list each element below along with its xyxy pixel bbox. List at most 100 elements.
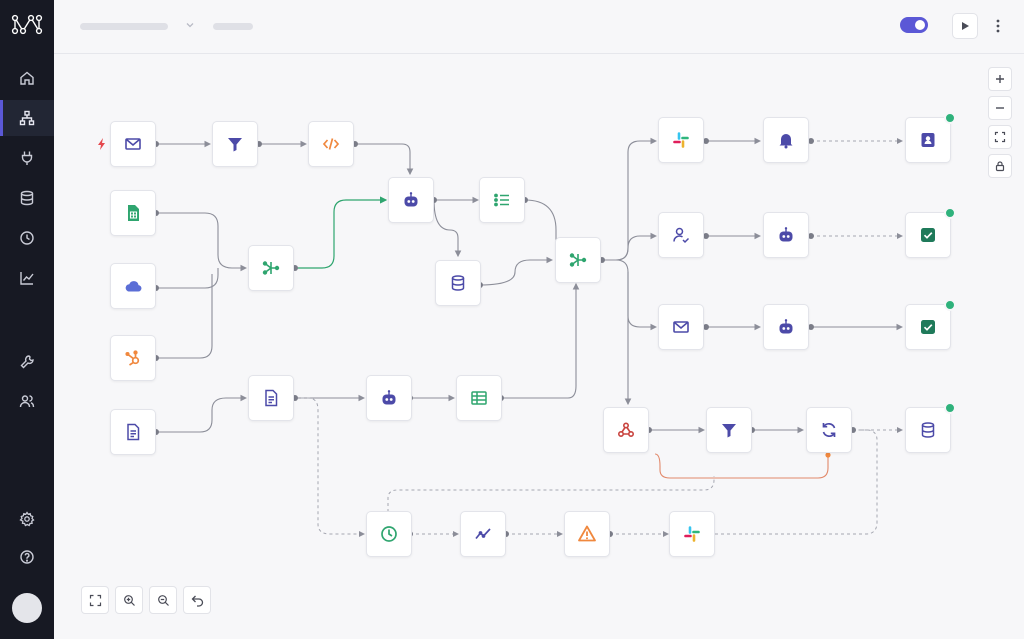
node-done-1[interactable] [905, 207, 956, 258]
node-database-out[interactable] [905, 402, 956, 453]
node-done-2[interactable] [905, 299, 956, 350]
node-sheets[interactable] [110, 190, 156, 236]
plug-icon [21, 151, 33, 165]
nav-data[interactable] [0, 180, 54, 216]
workflow-active-toggle[interactable] [900, 17, 928, 33]
nav-history[interactable] [0, 220, 54, 256]
merge-icon [569, 253, 587, 267]
nav-analytics[interactable] [0, 260, 54, 296]
nav-tools[interactable] [0, 344, 54, 380]
top-bar [54, 0, 1024, 54]
node-contact-out[interactable] [905, 112, 956, 163]
node-ai-agent-4[interactable] [763, 304, 809, 350]
node-database-1[interactable] [435, 260, 481, 306]
lock-icon [995, 161, 1005, 172]
play-icon [962, 22, 969, 30]
trend-icon [475, 528, 491, 540]
canvas-zoom-in-button[interactable] [988, 67, 1012, 91]
slack-icon [673, 132, 689, 148]
success-badge [944, 112, 956, 124]
node-document-1[interactable] [110, 409, 156, 455]
node-merge-1[interactable] [248, 245, 294, 291]
undo-button[interactable] [183, 586, 211, 614]
more-options-button[interactable] [990, 13, 1006, 39]
sidebar [0, 0, 54, 639]
filter-icon [228, 138, 242, 152]
success-badge [944, 402, 956, 414]
canvas-fit-view-button[interactable] [988, 125, 1012, 149]
nav-integrations[interactable] [0, 140, 54, 176]
wrench-icon [20, 355, 34, 369]
node-mail-send[interactable] [658, 304, 704, 350]
node-user-check[interactable] [658, 212, 704, 258]
node-trend[interactable] [460, 511, 506, 557]
bot-icon [779, 319, 793, 334]
contact-icon [921, 133, 935, 147]
undo-icon [191, 595, 203, 607]
workflow-name-placeholder[interactable] [80, 23, 168, 30]
nav-team[interactable] [0, 383, 54, 419]
node-schedule[interactable] [366, 511, 412, 557]
canvas-zoom-out-button[interactable] [988, 96, 1012, 120]
avatar[interactable] [12, 593, 42, 623]
nav-workflows[interactable] [0, 100, 54, 136]
bot-icon [779, 227, 793, 242]
node-table-1[interactable] [456, 375, 502, 421]
chevron-down-icon[interactable] [184, 19, 196, 31]
mail-icon [125, 138, 141, 150]
mail-icon [673, 321, 689, 333]
node-slack-2[interactable] [669, 511, 715, 557]
spreadsheet-icon [128, 205, 139, 221]
home-icon [20, 71, 34, 85]
node-ai-agent-3[interactable] [763, 212, 809, 258]
node-filter-1[interactable] [212, 121, 258, 167]
alert-icon [578, 525, 596, 542]
chart-icon [20, 272, 34, 285]
list-icon [494, 193, 509, 207]
node-webhook[interactable] [603, 407, 649, 453]
refresh-icon [822, 422, 836, 438]
workflow-icon [19, 110, 35, 126]
breadcrumb-placeholder[interactable] [213, 23, 253, 30]
zoom-out-button[interactable] [149, 586, 177, 614]
node-ai-agent-2[interactable] [366, 375, 412, 421]
document-icon [265, 389, 278, 407]
expand-icon [89, 594, 101, 606]
run-button[interactable] [952, 13, 978, 39]
nav-settings[interactable] [0, 501, 54, 537]
hubspot-icon [125, 350, 140, 366]
nav-help[interactable] [0, 539, 54, 575]
node-document-2[interactable] [248, 375, 294, 421]
node-merge-2[interactable] [555, 237, 601, 283]
node-alert[interactable] [564, 511, 610, 557]
node-slack-1[interactable] [658, 117, 704, 163]
node-ai-agent-1[interactable] [388, 177, 434, 223]
clock-icon [20, 231, 34, 245]
node-cloud[interactable] [110, 263, 156, 309]
fit-icon [994, 131, 1006, 143]
fit-screen-button[interactable] [81, 586, 109, 614]
nav-home[interactable] [0, 60, 54, 96]
canvas-lock-button[interactable] [988, 154, 1012, 178]
plus-icon [996, 75, 1004, 83]
trigger-bolt-icon [98, 138, 105, 150]
workflow-logo-icon[interactable] [11, 14, 43, 36]
webhook-icon [617, 422, 635, 438]
node-gmail-trigger[interactable] [110, 121, 156, 167]
success-badge [944, 207, 956, 219]
cloud-icon [125, 281, 142, 292]
zoom-in-button[interactable] [115, 586, 143, 614]
node-list-1[interactable] [479, 177, 525, 223]
bot-icon [404, 192, 418, 207]
node-code-1[interactable] [308, 121, 354, 167]
bot-icon [382, 390, 396, 405]
filter-icon [722, 424, 736, 438]
node-filter-2[interactable] [706, 407, 752, 453]
code-icon [322, 138, 340, 150]
users-icon [19, 395, 35, 408]
clock-icon [381, 526, 397, 542]
node-notify[interactable] [763, 117, 809, 163]
node-loop[interactable] [806, 407, 852, 453]
node-hubspot[interactable] [110, 335, 156, 381]
